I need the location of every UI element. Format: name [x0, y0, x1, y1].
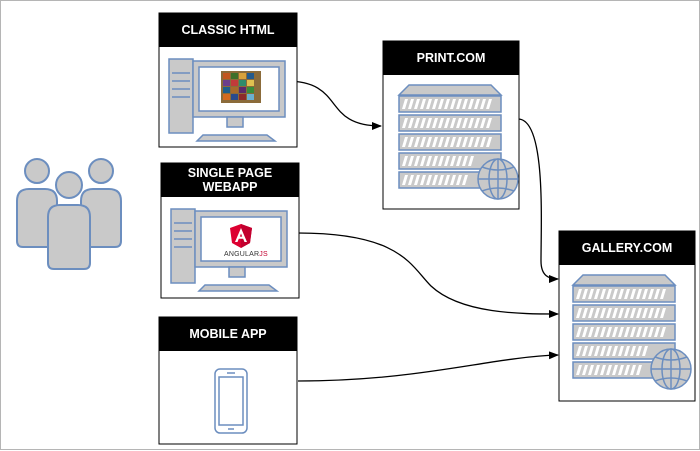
- node-print-com: [382, 40, 520, 210]
- edge-print-to-gallery: [517, 118, 559, 283]
- edge-spa-to-gallery: [297, 232, 559, 318]
- angular-logo-word: ANGULAR: [224, 251, 260, 258]
- node-classic-html: [158, 12, 298, 148]
- node-title-gallery-com: GALLERY.COM: [581, 241, 673, 255]
- node-single-page-webapp: [160, 162, 300, 299]
- node-title-line-2: WEBAPP: [202, 180, 258, 194]
- node-title-line-1: SINGLE PAGE: [187, 166, 273, 180]
- connectors: [285, 80, 559, 382]
- smartphone-icon: [214, 368, 248, 434]
- node-title-print-com: PRINT.COM: [416, 51, 486, 65]
- node-title-single-page-webapp: SINGLE PAGE WEBAPP: [161, 166, 299, 194]
- web-server-icon: [571, 274, 692, 390]
- users-group-icon: [16, 158, 122, 270]
- desktop-computer-icon: [168, 58, 286, 142]
- globe-icon: [477, 158, 519, 200]
- angular-logo-suffix: JS: [259, 251, 268, 258]
- photo-thumbnails-image: [221, 71, 261, 103]
- node-mobile-app: [158, 316, 298, 445]
- node-gallery-com: [558, 230, 696, 402]
- globe-icon: [650, 348, 692, 390]
- node-title-classic-html: CLASSIC HTML: [181, 23, 275, 37]
- angular-logo-icon: [230, 224, 252, 248]
- edge-mobile-to-gallery: [297, 351, 559, 382]
- node-title-mobile-app: MOBILE APP: [189, 327, 267, 341]
- angular-logo-text: ANGULARJS: [224, 251, 268, 258]
- web-server-icon: [397, 84, 519, 200]
- edge-classic-to-print: [285, 80, 382, 130]
